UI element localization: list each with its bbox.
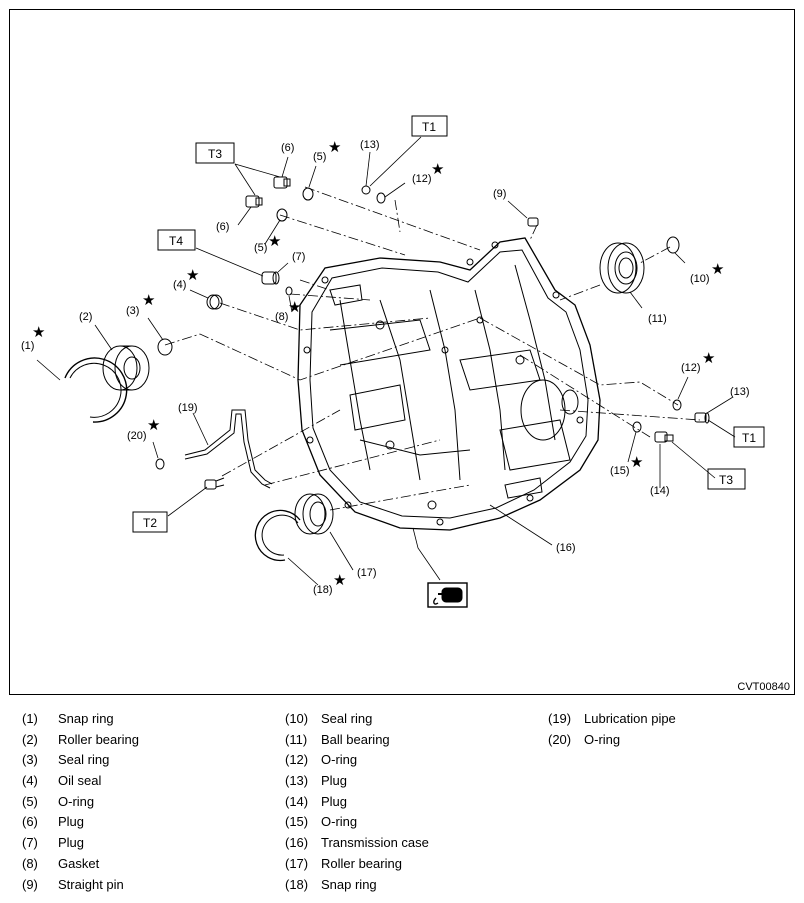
star-mark-4: ★ [186,266,199,284]
legend-item: (1)Snap ring [22,711,114,726]
label-2: (2) [79,311,92,323]
torque-box-t3-upper: T3 [208,147,222,161]
label-8: (8) [275,311,288,323]
oil-seal-4 [206,294,223,310]
torque-box-t1-right: T1 [742,431,756,445]
legend-item: (12)O-ring [285,752,358,768]
roller-bearing-17 [294,493,334,535]
star-mark-1: ★ [32,323,45,341]
diagram-code: CVT00840 [737,681,790,693]
legend-item: (11)Ball bearing [285,731,390,747]
o-ring-5-upper [302,187,314,201]
legend-item: (7)Plug [22,835,85,851]
label-20: (20) [127,430,147,442]
star-mark-18: ★ [333,571,346,589]
sealant-symbol [427,582,468,608]
snap-ring-18 [254,509,301,562]
label-12-right: (12) [681,362,701,374]
legend-item: (18)Snap ring [285,876,377,892]
o-ring-12-upper [376,192,386,204]
plug-14 [654,431,674,443]
legend-item: (10)Seal ring [285,711,373,726]
plug-6-upper [273,176,291,189]
plug-6-lower [245,195,263,208]
snap-ring-1 [64,357,128,423]
straight-pin-9 [527,217,539,227]
plug-7 [261,271,280,285]
legend-item: (9)Straight pin [22,876,124,892]
label-5-upper: (5) [313,151,326,163]
torque-box-t3-right: T3 [719,473,733,487]
label-9: (9) [493,188,506,200]
diagram-frame [9,9,795,695]
plug-13-upper [361,185,371,195]
o-ring-15 [632,421,642,433]
legend-item: (6)Plug [22,814,85,830]
label-6-lower: (6) [216,221,229,233]
torque-box-t1-upper: T1 [422,120,436,134]
legend-column-1: (1)Snap ring (2)Roller bearing (3)Seal r… [22,711,139,897]
star-mark-15: ★ [630,453,643,471]
legend-item: (20)O-ring [548,731,621,747]
label-4: (4) [173,279,186,291]
star-mark-5-upper: ★ [328,138,341,156]
exploded-view-drawing: T3 T1 T4 T1 T3 T2 (1) (2) (3) (4) (5) (5… [21,115,765,608]
torque-box-t4: T4 [169,234,183,248]
legend-item: (3)Seal ring [22,752,110,768]
label-11: (11) [648,313,667,325]
parts-legend: (1)Snap ring (2)Roller bearing (3)Seal r… [0,711,804,901]
legend-item: (5)O-ring [22,793,95,809]
legend-item: (17)Roller bearing [285,855,402,871]
label-14: (14) [650,485,670,497]
plug-13-right [694,412,710,424]
legend-item: (16)Transmission case [285,835,429,851]
legend-item: (8)Gasket [22,855,100,871]
legend-item: (4)Oil seal [22,773,102,789]
star-mark-5-lower: ★ [268,232,281,250]
star-mark-12-right: ★ [702,349,715,367]
legend-item: (19)Lubrication pipe [548,711,676,726]
label-5-lower: (5) [254,242,267,254]
legend-item: (2)Roller bearing [22,731,139,747]
seal-ring-10 [666,236,680,254]
legend-column-3: (19)Lubrication pipe (20)O-ring [548,711,676,752]
legend-column-2: (10)Seal ring (11)Ball bearing (12)O-rin… [285,711,429,897]
legend-item: (14)Plug [285,793,348,809]
o-ring-5-lower [276,208,288,222]
star-mark-10: ★ [711,260,724,278]
label-16: (16) [556,542,576,554]
bolt-t2 [204,477,225,490]
o-ring-20 [155,458,165,470]
label-6-upper: (6) [281,142,294,154]
legend-item: (13)Plug [285,773,348,789]
label-1: (1) [21,340,34,352]
torque-box-t2: T2 [143,516,157,530]
label-15: (15) [610,465,630,477]
star-mark-20: ★ [147,416,160,434]
label-17: (17) [357,567,377,579]
legend-item: (15)O-ring [285,814,358,830]
label-7: (7) [292,251,305,263]
ball-bearing-11 [599,242,645,294]
label-13-right: (13) [730,386,750,398]
star-mark-8: ★ [288,298,301,316]
star-mark-12-upper: ★ [431,160,444,178]
transmission-case [297,237,601,531]
lubrication-pipe-19 [184,409,273,489]
label-18: (18) [313,584,333,596]
label-19: (19) [178,402,198,414]
label-12-upper: (12) [412,173,432,185]
seal-ring-3 [157,338,173,356]
gasket-8 [285,286,293,296]
star-mark-3: ★ [142,291,155,309]
label-10: (10) [690,273,710,285]
label-3: (3) [126,305,139,317]
o-ring-12-right [672,399,682,411]
label-13-upper: (13) [360,139,380,151]
roller-bearing-2 [102,345,150,391]
